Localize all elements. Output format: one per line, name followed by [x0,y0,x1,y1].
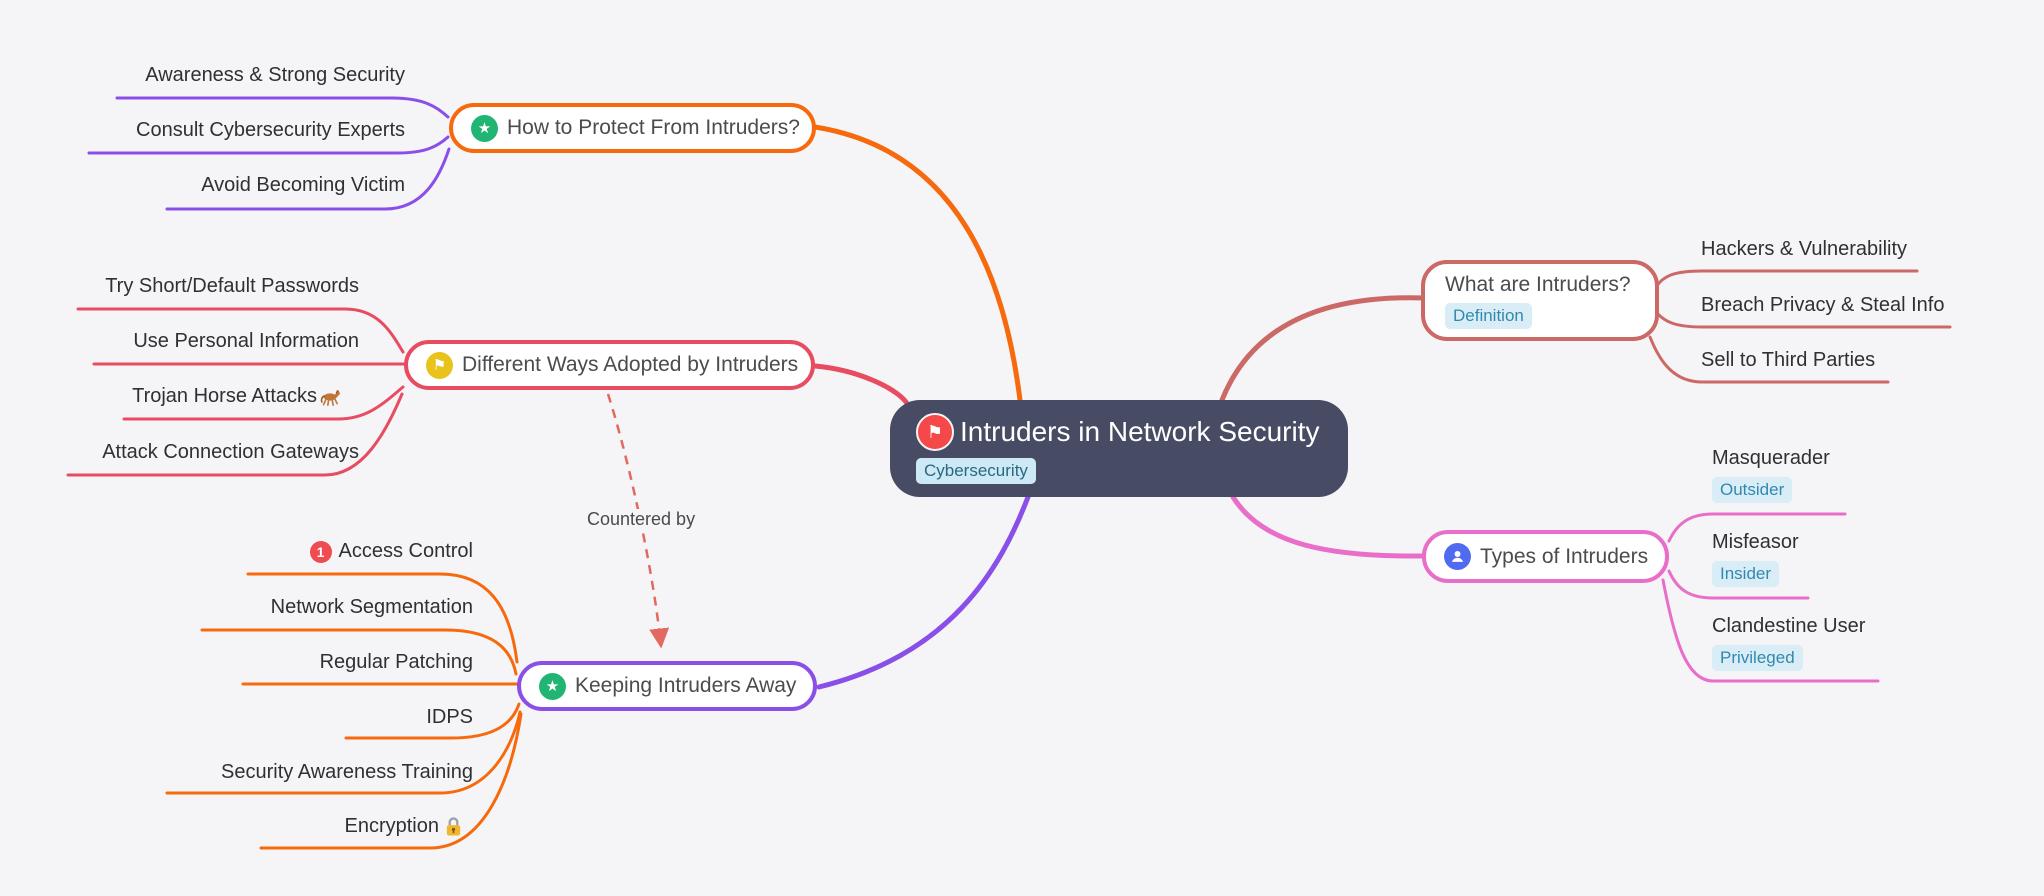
leaf-attack-gateways[interactable]: Attack Connection Gateways [102,441,359,464]
leaf-avoid-victim[interactable]: Avoid Becoming Victim [201,174,405,197]
leaf-line-hackers [1654,269,1919,289]
user-icon [1444,543,1471,570]
node-title: How to Protect From Intruders? [507,116,800,139]
branch-ways-connector [812,363,911,408]
leaf-label: IDPS [426,706,473,728]
leaf-network-segmentation[interactable]: Network Segmentation [271,596,473,619]
leaf-label: Breach Privacy & Steal Info [1701,294,1945,316]
leaf-line-idps [344,702,521,740]
leaf-label: Hackers & Vulnerability [1701,238,1908,260]
leaf-masquerader[interactable]: Masquerader Outsider [1712,447,1830,503]
flag-icon: ⚑ [916,413,954,451]
central-topic-node[interactable]: ⚑ Intruders in Network Security Cybersec… [890,400,1348,497]
privileged-badge: Privileged [1712,645,1803,671]
node-different-ways[interactable]: ⚑ Different Ways Adopted by Intruders [404,340,815,390]
node-keeping-away[interactable]: ★ Keeping Intruders Away [517,661,817,711]
leaf-line-gateways [66,392,404,477]
leaf-label: Misfeasor [1712,531,1799,553]
leaf-hackers-vulnerability[interactable]: Hackers & Vulnerability [1701,238,1907,261]
leaf-line-access [246,572,519,664]
leaf-line-masquerader [1667,512,1847,543]
countered-by-edge [606,393,670,649]
leaf-label: Use Personal Information [133,330,359,352]
node-title: Keeping Intruders Away [575,674,797,697]
node-what-are-intruders[interactable]: What are Intruders? Definition [1421,260,1659,341]
leaf-short-default-passwords[interactable]: Try Short/Default Passwords [105,275,359,298]
leaf-label: Try Short/Default Passwords [105,275,359,297]
branch-types-connector [1230,494,1426,559]
star-icon: ★ [539,672,566,700]
leaf-label: Consult Cybersecurity Experts [136,119,405,141]
leaf-access-control[interactable]: 1 Access Control [309,540,474,563]
leaf-line-consult [87,135,450,155]
leaf-sell-third-parties[interactable]: Sell to Third Parties [1701,349,1875,372]
leaf-encryption[interactable]: Encryption [345,815,464,838]
branch-protect-connector [812,124,1023,403]
leaf-personal-information[interactable]: Use Personal Information [133,330,359,353]
leaf-line-avoid [165,147,451,211]
leaf-label: Access Control [338,540,474,562]
central-topic-badge: Cybersecurity [916,458,1036,484]
leaf-line-segmentation [200,628,518,676]
leaf-idps[interactable]: IDPS [426,706,473,729]
node-how-to-protect[interactable]: ★ How to Protect From Intruders? [449,103,816,153]
countered-by-label: Countered by [584,509,699,530]
leaf-clandestine-user[interactable]: Clandestine User Privileged [1712,615,1865,671]
definition-badge: Definition [1445,302,1532,329]
leaf-label: Security Awareness Training [221,761,473,783]
node-title: Different Ways Adopted by Intruders [462,353,799,376]
leaf-label: Masquerader [1712,447,1830,469]
leaf-label: Avoid Becoming Victim [201,174,405,196]
leaf-label: Trojan Horse Attacks [132,385,317,407]
one-badge-icon: 1 [309,540,332,563]
node-types-of-intruders[interactable]: Types of Intruders [1422,530,1669,583]
leaf-trojan-horse[interactable]: Trojan Horse Attacks [132,385,342,408]
leaf-label: Regular Patching [319,651,473,673]
star-icon: ★ [471,114,498,142]
leaf-line-trojan [122,385,405,421]
leaf-line-passwords [76,307,405,354]
branch-keeping-connector [816,494,1031,690]
node-title: What are Intruders? [1445,272,1631,296]
leaf-line-breach [1655,311,1952,329]
node-title: Types of Intruders [1480,544,1649,568]
leaf-line-clandestine [1661,578,1880,683]
outsider-badge: Outsider [1712,477,1793,503]
lock-icon [444,815,463,838]
leaf-consult-experts[interactable]: Consult Cybersecurity Experts [136,119,405,142]
leaf-label: Attack Connection Gateways [102,441,359,463]
leaf-awareness-strong-security[interactable]: Awareness & Strong Security [145,64,405,87]
leaf-line-encryption [259,712,523,850]
leaf-line-awareness [115,96,450,119]
leaf-label: Awareness & Strong Security [145,64,405,86]
leaf-breach-privacy[interactable]: Breach Privacy & Steal Info [1701,294,1944,317]
branch-what-connector [1219,295,1429,403]
leaf-line-sell [1648,335,1890,384]
insider-badge: Insider [1712,561,1780,587]
leaf-label: Clandestine User [1712,615,1866,637]
leaf-label: Network Segmentation [270,596,473,618]
leaf-line-training [165,710,522,795]
horse-icon [319,385,342,408]
flag-icon: ⚑ [426,351,453,379]
leaf-security-awareness-training[interactable]: Security Awareness Training [221,761,473,784]
leaf-label: Sell to Third Parties [1701,349,1876,371]
leaf-line-misfeasor [1667,569,1810,600]
leaf-regular-patching[interactable]: Regular Patching [320,651,473,674]
leaf-misfeasor[interactable]: Misfeasor Insider [1712,531,1799,587]
leaf-label: Encryption [344,815,440,837]
central-topic-title: Intruders in Network Security [960,416,1320,447]
